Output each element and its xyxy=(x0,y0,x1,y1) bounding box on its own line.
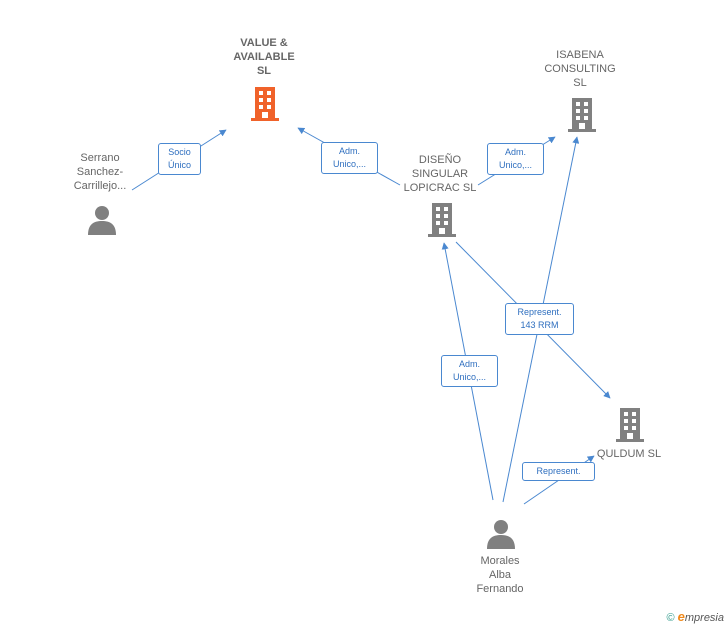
building-icon[interactable] xyxy=(567,98,597,132)
building-icon[interactable] xyxy=(427,203,457,237)
node-label-serrano[interactable]: Serrano Sanchez- Carrillejo... xyxy=(73,152,127,192)
person-icon[interactable] xyxy=(486,519,516,549)
node-label-value-available[interactable]: VALUE & AVAILABLE SL xyxy=(233,37,295,77)
brand-logo-text: mpresia xyxy=(684,612,724,624)
brand-logo-initial: e xyxy=(677,609,685,624)
brand-footer[interactable]: © empresia xyxy=(666,609,724,624)
node-label-morales[interactable]: Morales Alba Fernando xyxy=(476,555,524,595)
edge-label-represent-143[interactable]: Represent. 143 RRM xyxy=(505,303,574,335)
node-label-quldum[interactable]: QULDUM SL xyxy=(596,448,662,460)
copyright-icon: © xyxy=(666,612,675,624)
building-icon[interactable] xyxy=(250,87,280,121)
edge-label-socio-unico[interactable]: Socio Único xyxy=(158,143,201,175)
edge-label-adm-isabena[interactable]: Adm. Unico,... xyxy=(487,143,544,175)
node-label-diseno[interactable]: DISEÑO SINGULAR LOPICRAC SL xyxy=(403,154,477,194)
building-icon[interactable] xyxy=(615,408,645,442)
edge-label-represent-quldum[interactable]: Represent. xyxy=(522,462,595,481)
person-icon[interactable] xyxy=(87,205,117,235)
node-label-isabena[interactable]: ISABENA CONSULTING SL xyxy=(544,49,616,89)
edge-label-adm-value[interactable]: Adm. Unico,... xyxy=(321,142,378,174)
edge-label-adm-diseno[interactable]: Adm. Unico,... xyxy=(441,355,498,387)
